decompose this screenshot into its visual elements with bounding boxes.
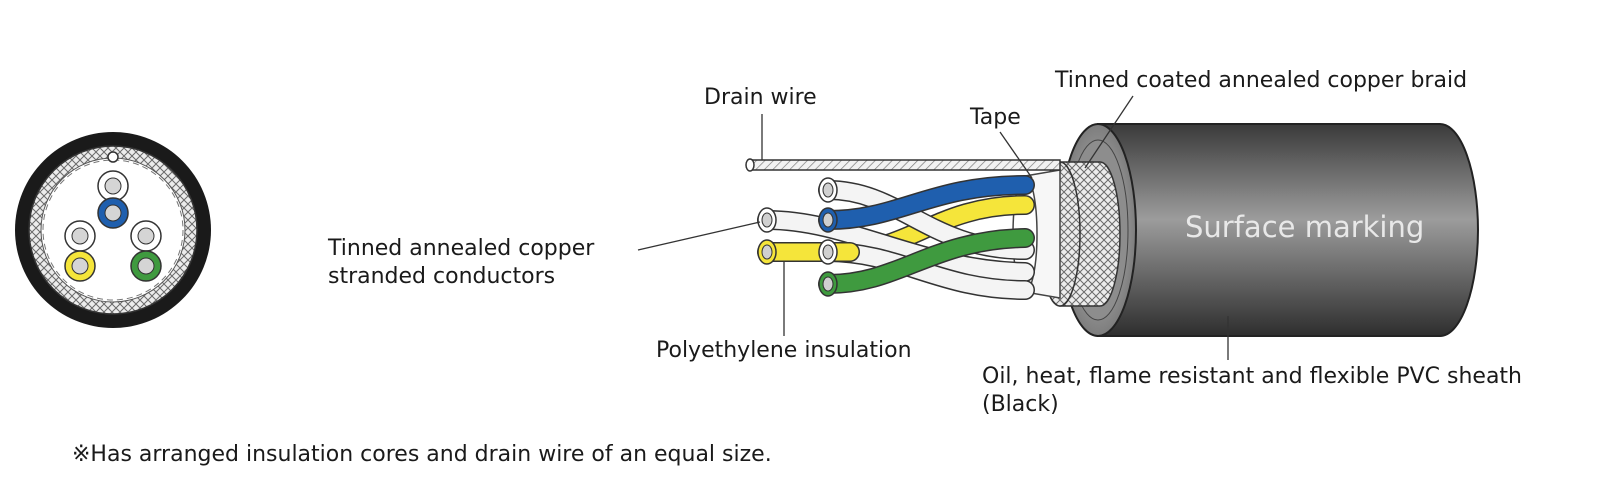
core-end-face bbox=[757, 207, 777, 233]
cross-section-core bbox=[97, 197, 129, 229]
leader-lines bbox=[637, 95, 1229, 360]
core-end-face bbox=[818, 207, 838, 233]
cable-side-view bbox=[745, 123, 1479, 337]
label-sheath: Oil, heat, flame resistant and flexible … bbox=[982, 363, 1522, 419]
cross-section-drain-wire bbox=[107, 151, 119, 163]
core-end-face bbox=[818, 239, 838, 265]
drain-wire-end bbox=[745, 158, 755, 172]
label-surface-marking: Surface marking bbox=[1185, 210, 1425, 244]
label-sheath-line1: Oil, heat, flame resistant and flexible … bbox=[982, 364, 1522, 389]
label-conductors-line1: Tinned annealed copper bbox=[328, 236, 595, 261]
drain-wire bbox=[749, 159, 1061, 171]
core-end-face bbox=[818, 271, 838, 297]
label-drain-wire: Drain wire bbox=[704, 85, 817, 110]
label-insulation: Polyethylene insulation bbox=[656, 338, 912, 363]
label-tape: Tape bbox=[970, 105, 1021, 130]
label-braid: Tinned coated annealed copper braid bbox=[1055, 68, 1468, 93]
leader-conductors bbox=[637, 221, 761, 251]
core-end-face bbox=[757, 239, 777, 265]
cross-section-tape bbox=[42, 159, 184, 301]
leader-tape bbox=[999, 131, 1033, 179]
cross-section-core bbox=[130, 220, 162, 252]
label-conductors-line2: stranded conductors bbox=[328, 264, 556, 289]
leader-braid bbox=[1084, 95, 1134, 169]
cable-sheath bbox=[1097, 123, 1479, 337]
cross-section bbox=[15, 132, 211, 328]
cross-section-core bbox=[64, 220, 96, 252]
label-conductors: Tinned annealed copper stranded conducto… bbox=[328, 235, 594, 291]
core-end-face bbox=[818, 177, 838, 203]
cross-section-core bbox=[64, 250, 96, 282]
cross-section-core bbox=[130, 250, 162, 282]
footnote: ※Has arranged insulation cores and drain… bbox=[72, 442, 772, 467]
label-sheath-line2: (Black) bbox=[982, 392, 1059, 417]
cross-section-core bbox=[97, 170, 129, 202]
